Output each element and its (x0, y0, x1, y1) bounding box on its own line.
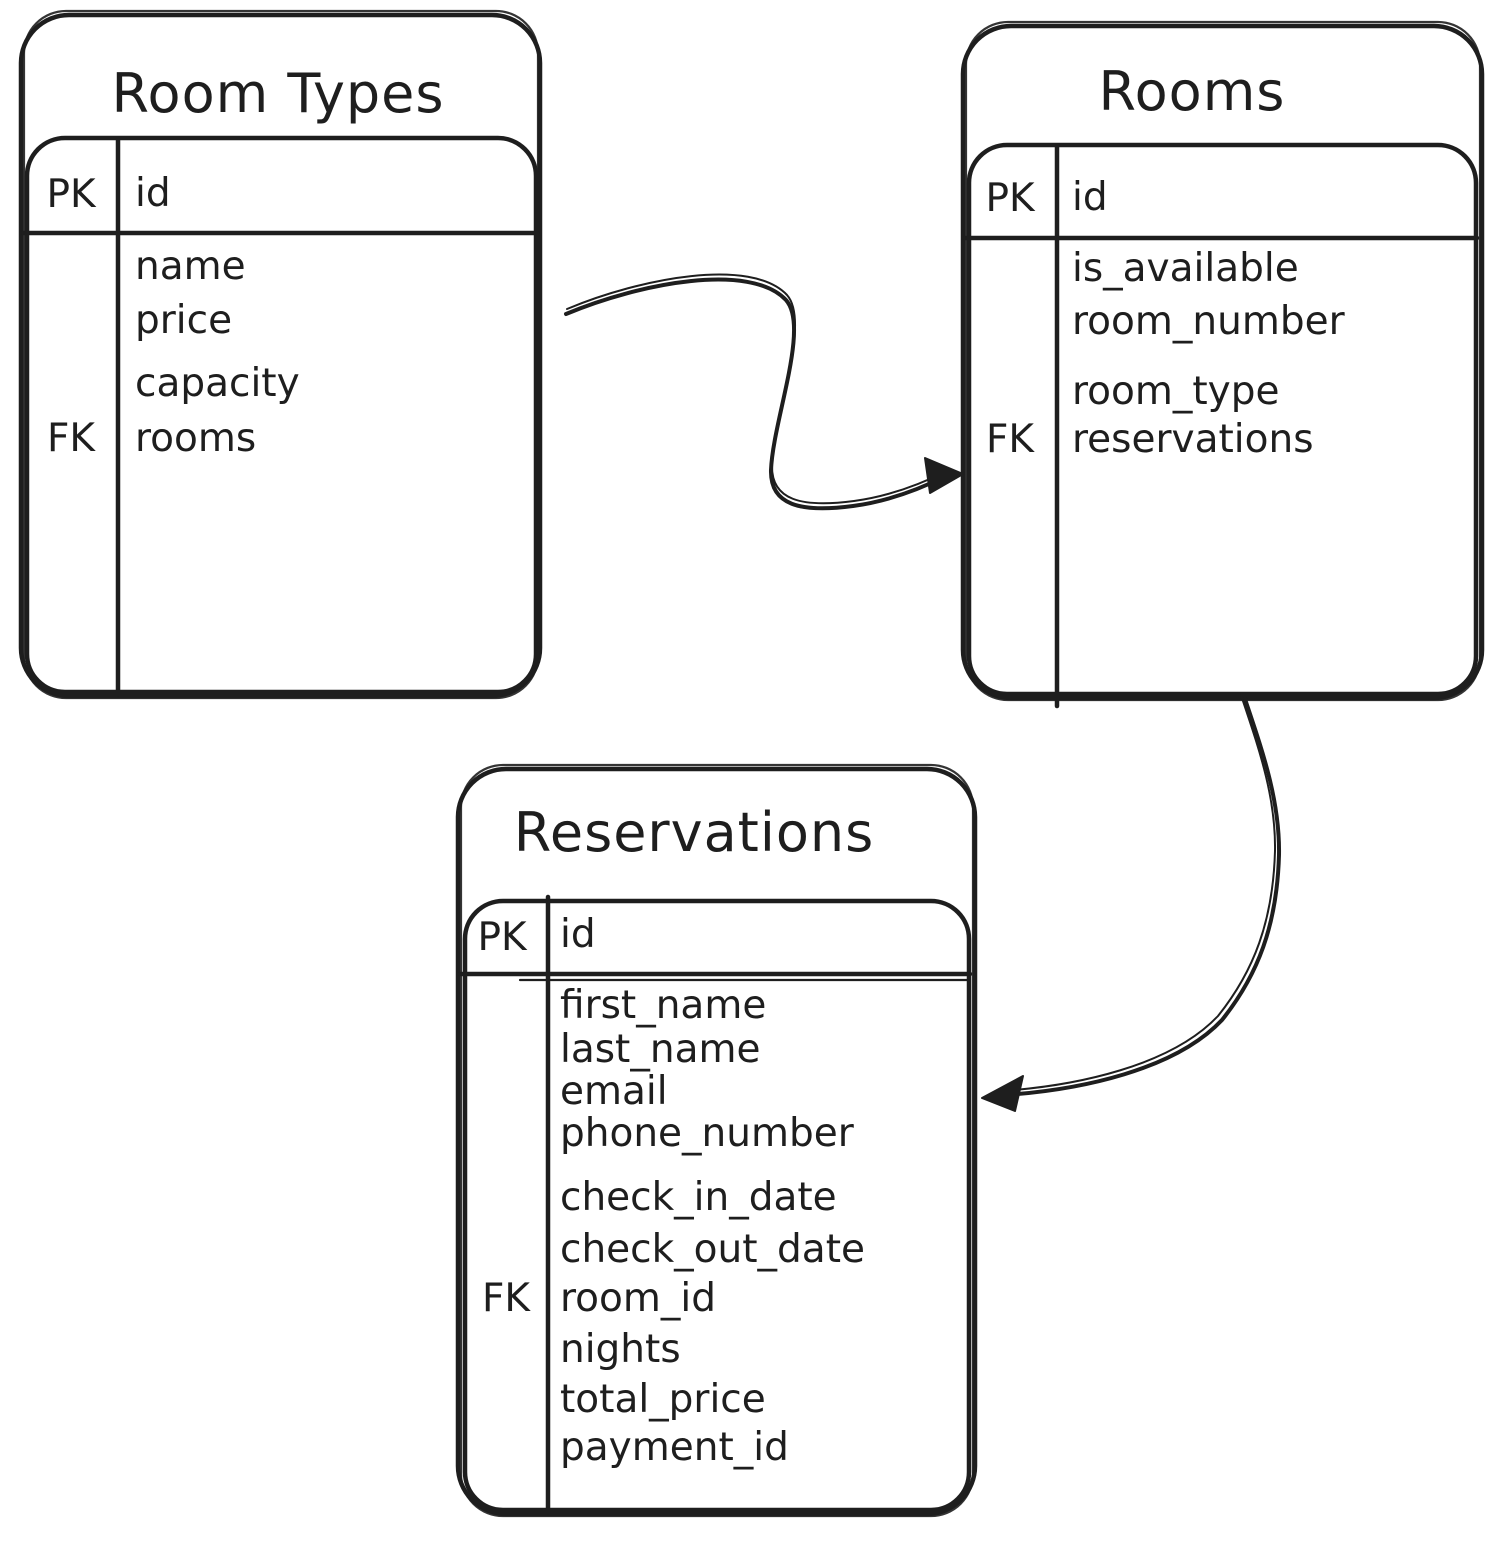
rooms-body-panel (966, 142, 1479, 697)
relation-rooms-to-reservations-path-sketch (1000, 694, 1277, 1092)
reservations-body-panel (462, 898, 972, 1513)
room-types-field-capacity: capacity (135, 361, 300, 406)
rooms-field-reservations: reservations (1072, 417, 1314, 462)
relation-room-types-to-rooms[interactable] (564, 273, 964, 511)
reservations-fk-label: FK (482, 1276, 531, 1321)
table-rooms[interactable]: Rooms PK id is_available room_number roo… (960, 20, 1485, 709)
table-room-types[interactable]: Room Types PK id name price capacity roo… (18, 9, 543, 700)
reservations-pk-field: id (560, 912, 596, 957)
reservations-field-email: email (560, 1069, 668, 1114)
reservations-field-first-name: first_name (560, 983, 766, 1028)
reservations-field-last-name: last_name (560, 1027, 760, 1072)
rooms-field-room-number: room_number (1072, 299, 1346, 344)
room-types-field-price: price (135, 298, 232, 343)
reservations-title: Reservations (514, 801, 875, 864)
rooms-outline-sketch (964, 20, 1482, 702)
relation-room-types-to-rooms-path-sketch (566, 273, 948, 505)
rooms-field-room-type: room_type (1072, 369, 1280, 414)
reservations-field-check-out-date: check_out_date (560, 1227, 865, 1272)
rooms-fk-label: FK (986, 417, 1035, 462)
reservations-field-nights: nights (560, 1327, 681, 1372)
room-types-body-panel (24, 135, 539, 695)
relation-room-types-to-rooms-path (564, 277, 948, 511)
table-reservations[interactable]: Reservations PK id first_name last_name … (455, 763, 978, 1518)
reservations-field-payment-id: payment_id (560, 1425, 789, 1470)
reservations-field-room-id: room_id (560, 1276, 716, 1321)
relation-room-types-to-rooms-arrowhead (924, 457, 964, 494)
relation-rooms-to-reservations-path (1003, 697, 1282, 1097)
room-types-field-name: name (135, 244, 246, 289)
room-types-field-rooms: rooms (135, 416, 256, 461)
reservations-pk-label: PK (477, 915, 528, 960)
rooms-field-is-available: is_available (1072, 246, 1299, 291)
room-types-fk-label: FK (47, 416, 96, 461)
room-types-pk-label: PK (46, 172, 97, 217)
reservations-field-check-in-date: check_in_date (560, 1175, 837, 1220)
rooms-pk-field: id (1072, 175, 1108, 220)
reservations-field-phone-number: phone_number (560, 1111, 855, 1156)
relation-rooms-to-reservations[interactable] (981, 694, 1282, 1112)
rooms-title: Rooms (1099, 60, 1286, 123)
reservations-field-total-price: total_price (560, 1377, 766, 1422)
rooms-pk-label: PK (985, 176, 1036, 221)
reservations-outline-sketch (459, 763, 975, 1518)
relation-rooms-to-reservations-arrowhead (981, 1075, 1024, 1112)
room-types-title: Room Types (111, 62, 444, 125)
room-types-pk-field: id (135, 171, 171, 216)
